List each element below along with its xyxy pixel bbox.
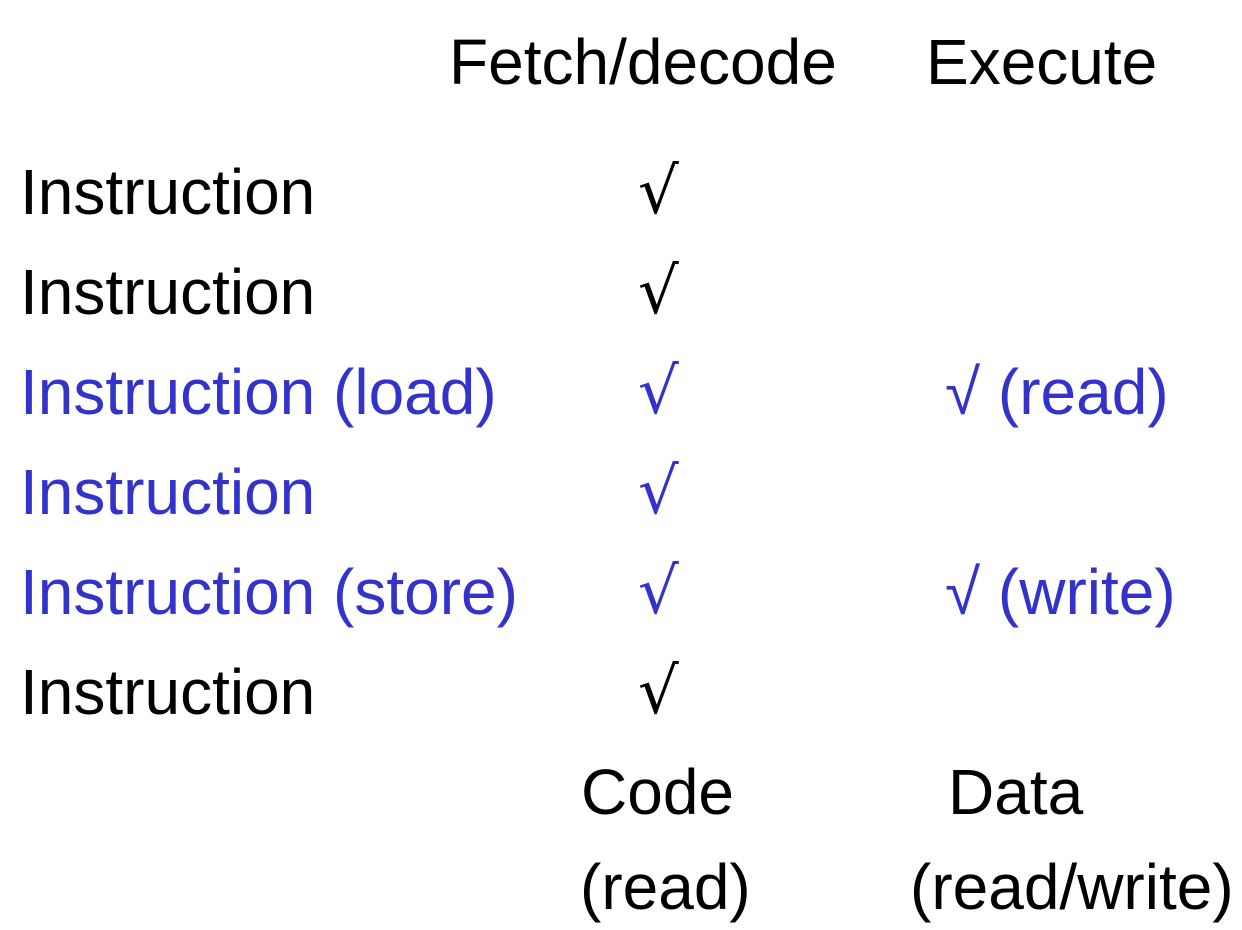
fetch-check: √ [638,255,679,329]
footer-data: Data [948,756,1084,828]
fetch-check: √ [638,555,679,629]
header-execute: Execute [926,26,1158,98]
row-label: Instruction [20,156,316,228]
footer-code: Code [581,756,734,828]
fetch-check: √ [638,355,679,429]
row-label-load: Instruction (load) [20,356,497,428]
row-label: Instruction [20,656,316,728]
footer-code-access: (read) [580,851,751,923]
fetch-check: √ [638,455,679,529]
execute-write-check: √ (write) [945,556,1176,628]
execute-read-check: √ (read) [945,356,1169,428]
row-label-store: Instruction (store) [20,556,518,628]
row-label: Instruction [20,456,316,528]
row-label: Instruction [20,256,316,328]
fetch-check: √ [638,655,679,729]
fetch-check: √ [638,155,679,229]
header-fetch-decode: Fetch/decode [449,26,837,98]
footer-data-access: (read/write) [910,851,1234,923]
